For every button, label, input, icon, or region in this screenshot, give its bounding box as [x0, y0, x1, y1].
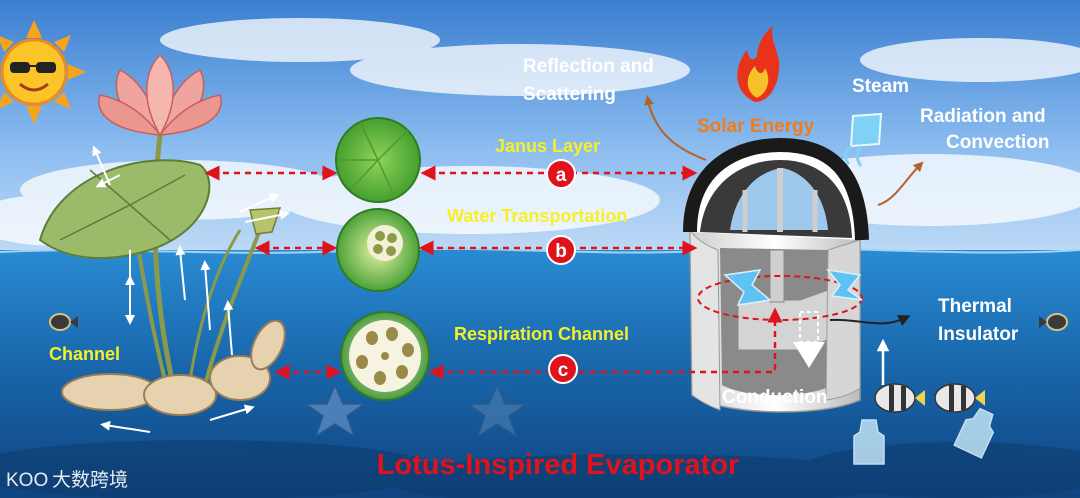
- lotus-flower: [98, 53, 222, 137]
- bottle-icon: [853, 419, 885, 465]
- badge-c: c: [548, 354, 578, 384]
- conduction-arrow: [793, 311, 825, 368]
- badge-b: b: [546, 235, 576, 265]
- label-conduction: Conduction: [722, 387, 828, 408]
- svg-text:c: c: [558, 360, 569, 381]
- watermark: KOO 大数跨境: [6, 469, 128, 491]
- diagram-title: Lotus-Inspired Evaporator: [377, 449, 740, 481]
- fish-icon: [49, 313, 78, 331]
- label-reflection-line2: Scattering: [523, 84, 616, 105]
- seed-pod: [249, 207, 282, 235]
- starfish-icon-2: [465, 383, 529, 438]
- label-thermal-line1: Thermal: [938, 296, 1012, 317]
- label-radiation-line2: Convection: [946, 132, 1049, 153]
- label-thermal-line2: Insulator: [938, 324, 1019, 345]
- label-channel: Channel: [49, 344, 120, 364]
- brown-arrows: [644, 95, 924, 206]
- watermark-logo: KOO: [6, 470, 48, 491]
- watermark-text: 大数跨境: [52, 469, 128, 491]
- lotus-stem-section-icon: [336, 208, 420, 292]
- fish-icon-3: [874, 383, 925, 413]
- bottle-icon-2: [953, 407, 995, 459]
- flame-icon: [737, 26, 780, 102]
- label-water-transportation: Water Transportation: [447, 206, 627, 226]
- label-reflection-line1: Reflection and: [523, 56, 654, 77]
- label-radiation-line1: Radiation and: [920, 106, 1046, 127]
- svg-text:b: b: [555, 241, 567, 262]
- seabed: [0, 440, 1080, 498]
- label-respiration-channel: Respiration Channel: [454, 324, 629, 344]
- label-solar-energy: Solar Energy: [697, 116, 815, 137]
- steam-icon: [843, 112, 883, 167]
- badge-a: a: [546, 159, 576, 189]
- label-steam: Steam: [852, 76, 909, 97]
- lotus-root-section-icon: [340, 311, 430, 401]
- fish-icon-4: [934, 383, 985, 413]
- svg-text:a: a: [556, 165, 567, 186]
- lotus-leaf-icon: [335, 117, 421, 203]
- vapor-glyph: [723, 268, 863, 306]
- lotus-rhizome: [61, 319, 286, 416]
- lotus-plant: [38, 53, 290, 433]
- starfish-icon: [303, 383, 367, 438]
- fish-icon-2: [1039, 313, 1068, 331]
- sun-icon: [0, 20, 86, 124]
- label-janus-layer: Janus Layer: [495, 136, 600, 156]
